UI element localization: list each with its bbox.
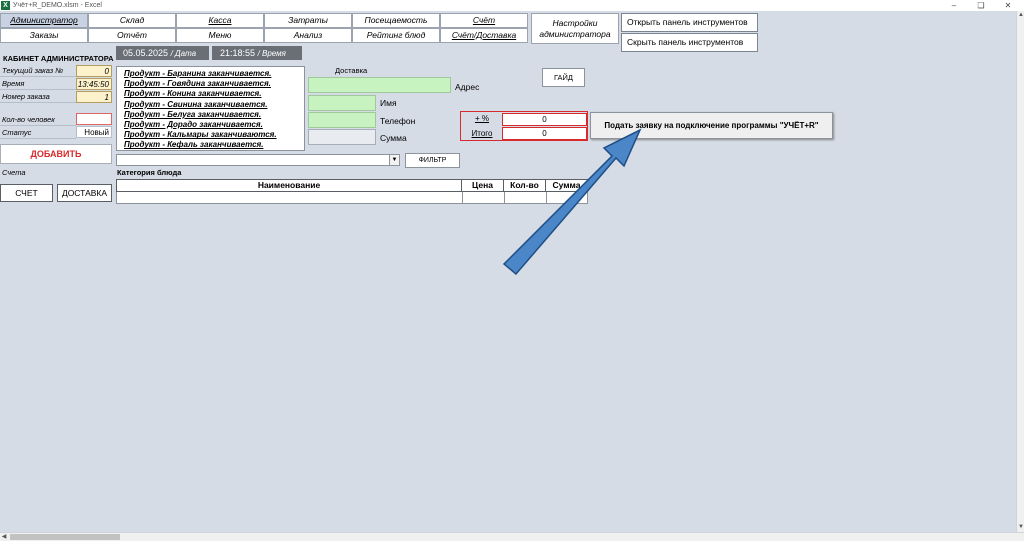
date-value: 05.05.2025 [123, 48, 169, 58]
bill-button[interactable]: СЧЕТ [0, 184, 53, 202]
category-label: Категория блюда [117, 168, 182, 177]
nav-dish-rating[interactable]: Рейтинг блюд [352, 28, 440, 43]
nav-administrator[interactable]: Администратор [0, 13, 88, 28]
time-box: 21:18:55 / Время [212, 46, 302, 60]
notice-item[interactable]: Продукт - Кальмары заканчиваются. [124, 130, 277, 140]
open-toolbar-button[interactable]: Открыть панель инструментов [621, 13, 758, 32]
horizontal-scrollbar[interactable]: ◀ [0, 532, 1024, 541]
bills-label: Счета [2, 168, 26, 177]
date-box: 05.05.2025 / Дата [116, 46, 209, 60]
time-value: 21:18:55 [220, 48, 256, 58]
people-count-label: Кол-во человек [0, 114, 76, 126]
filter-button[interactable]: ФИЛЬТР [405, 153, 460, 168]
chevron-down-icon[interactable]: ▼ [389, 155, 399, 165]
notice-item[interactable]: Продукт - Дорадо заканчивается. [124, 120, 263, 130]
vertical-scrollbar[interactable]: ▲ ▼ [1016, 11, 1024, 532]
nav-report[interactable]: Отчёт [88, 28, 176, 43]
nav-cashbox[interactable]: Касса [176, 13, 264, 28]
address-input[interactable] [308, 77, 451, 93]
date-label: / Дата [170, 49, 197, 58]
time-field-label: Время [0, 78, 76, 90]
notice-item[interactable]: Продукт - Свинина заканчивается. [124, 99, 268, 109]
window-titlebar: X Учёт+R_DEMO.xlsm - Excel – ❏ ✕ [0, 0, 1024, 11]
order-number-label: Номер заказа [0, 91, 76, 103]
notice-item[interactable]: Продукт - Кефаль заканчивается. [124, 140, 264, 150]
guide-button[interactable]: ГАЙД [542, 68, 585, 87]
current-order-label: Текущий заказ № [0, 65, 76, 77]
name-input[interactable] [308, 95, 376, 111]
order-table-header: Наименование Цена Кол-во Сумма [116, 179, 588, 192]
scroll-down-icon[interactable]: ▼ [1018, 524, 1024, 530]
row-divider [504, 192, 505, 203]
percent-value[interactable]: 0 [502, 113, 587, 126]
scroll-left-icon[interactable]: ◀ [1, 534, 7, 540]
order-number-value[interactable]: 1 [76, 91, 112, 103]
row-divider [546, 192, 547, 203]
nav-attendance[interactable]: Посещаемость [352, 13, 440, 28]
time-field-value[interactable]: 13:45:50 [76, 78, 112, 90]
nav-bill-delivery[interactable]: Счёт/Доставка [440, 28, 528, 43]
row-divider [462, 192, 463, 203]
add-button[interactable]: ДОБАВИТЬ [0, 144, 112, 164]
hide-toolbar-button[interactable]: Скрыть панель инструментов [621, 33, 758, 52]
column-price: Цена [462, 180, 504, 191]
connection-request-button[interactable]: Подать заявку на подключение программы "… [590, 112, 833, 139]
status-value[interactable]: Новый [76, 126, 112, 138]
total-value[interactable]: 0 [502, 127, 587, 140]
minimize-icon[interactable]: – [951, 1, 957, 10]
totals-box: + % 0 Итого 0 [460, 111, 588, 141]
total-label: Итого [471, 129, 493, 138]
stock-notices: Продукт - Баранина заканчивается. Продук… [116, 66, 305, 151]
delivery-button[interactable]: ДОСТАВКА [57, 184, 112, 202]
percent-label: + % [474, 114, 489, 123]
time-label: / Время [257, 49, 286, 58]
column-sum: Сумма [552, 180, 581, 190]
sum-input[interactable] [308, 129, 376, 145]
sum-label: Сумма [380, 133, 407, 143]
close-icon[interactable]: ✕ [1004, 1, 1012, 10]
notice-item[interactable]: Продукт - Конина заканчивается. [124, 89, 262, 99]
cabinet-title: КАБИНЕТ АДМИНИСТРАТОРА [3, 54, 114, 63]
category-select[interactable]: ▼ [116, 154, 400, 166]
nav-orders[interactable]: Заказы [0, 28, 88, 43]
delivery-title: Доставка [335, 66, 368, 75]
nav-admin-settings[interactable]: Настройки администратора [531, 13, 619, 44]
nav-warehouse[interactable]: Склад [88, 13, 176, 28]
nav-expenses[interactable]: Затраты [264, 13, 352, 28]
phone-input[interactable] [308, 112, 376, 128]
current-order-value[interactable]: 0 [76, 65, 112, 77]
people-count-input[interactable] [76, 113, 112, 125]
notice-item[interactable]: Продукт - Белуга заканчивается. [124, 109, 262, 119]
status-label: Статус [0, 127, 76, 139]
table-row[interactable] [116, 192, 588, 204]
name-label: Имя [380, 98, 397, 108]
notice-item[interactable]: Продукт - Баранина заканчивается. [124, 69, 272, 78]
scroll-up-icon[interactable]: ▲ [1018, 12, 1024, 18]
nav-analysis[interactable]: Анализ [264, 28, 352, 43]
nav-bill[interactable]: Счёт [440, 13, 528, 28]
notice-item[interactable]: Продукт - Говядина заканчивается. [124, 79, 271, 89]
address-label: Адрес [455, 82, 480, 92]
phone-label: Телефон [380, 116, 416, 126]
window-title: Учёт+R_DEMO.xlsm - Excel [13, 2, 102, 9]
column-quantity: Кол-во [504, 180, 546, 191]
excel-icon: X [1, 1, 10, 10]
restore-icon[interactable]: ❏ [977, 1, 985, 10]
horizontal-scroll-thumb[interactable] [10, 534, 120, 540]
column-name: Наименование [117, 180, 462, 191]
nav-menu[interactable]: Меню [176, 28, 264, 43]
